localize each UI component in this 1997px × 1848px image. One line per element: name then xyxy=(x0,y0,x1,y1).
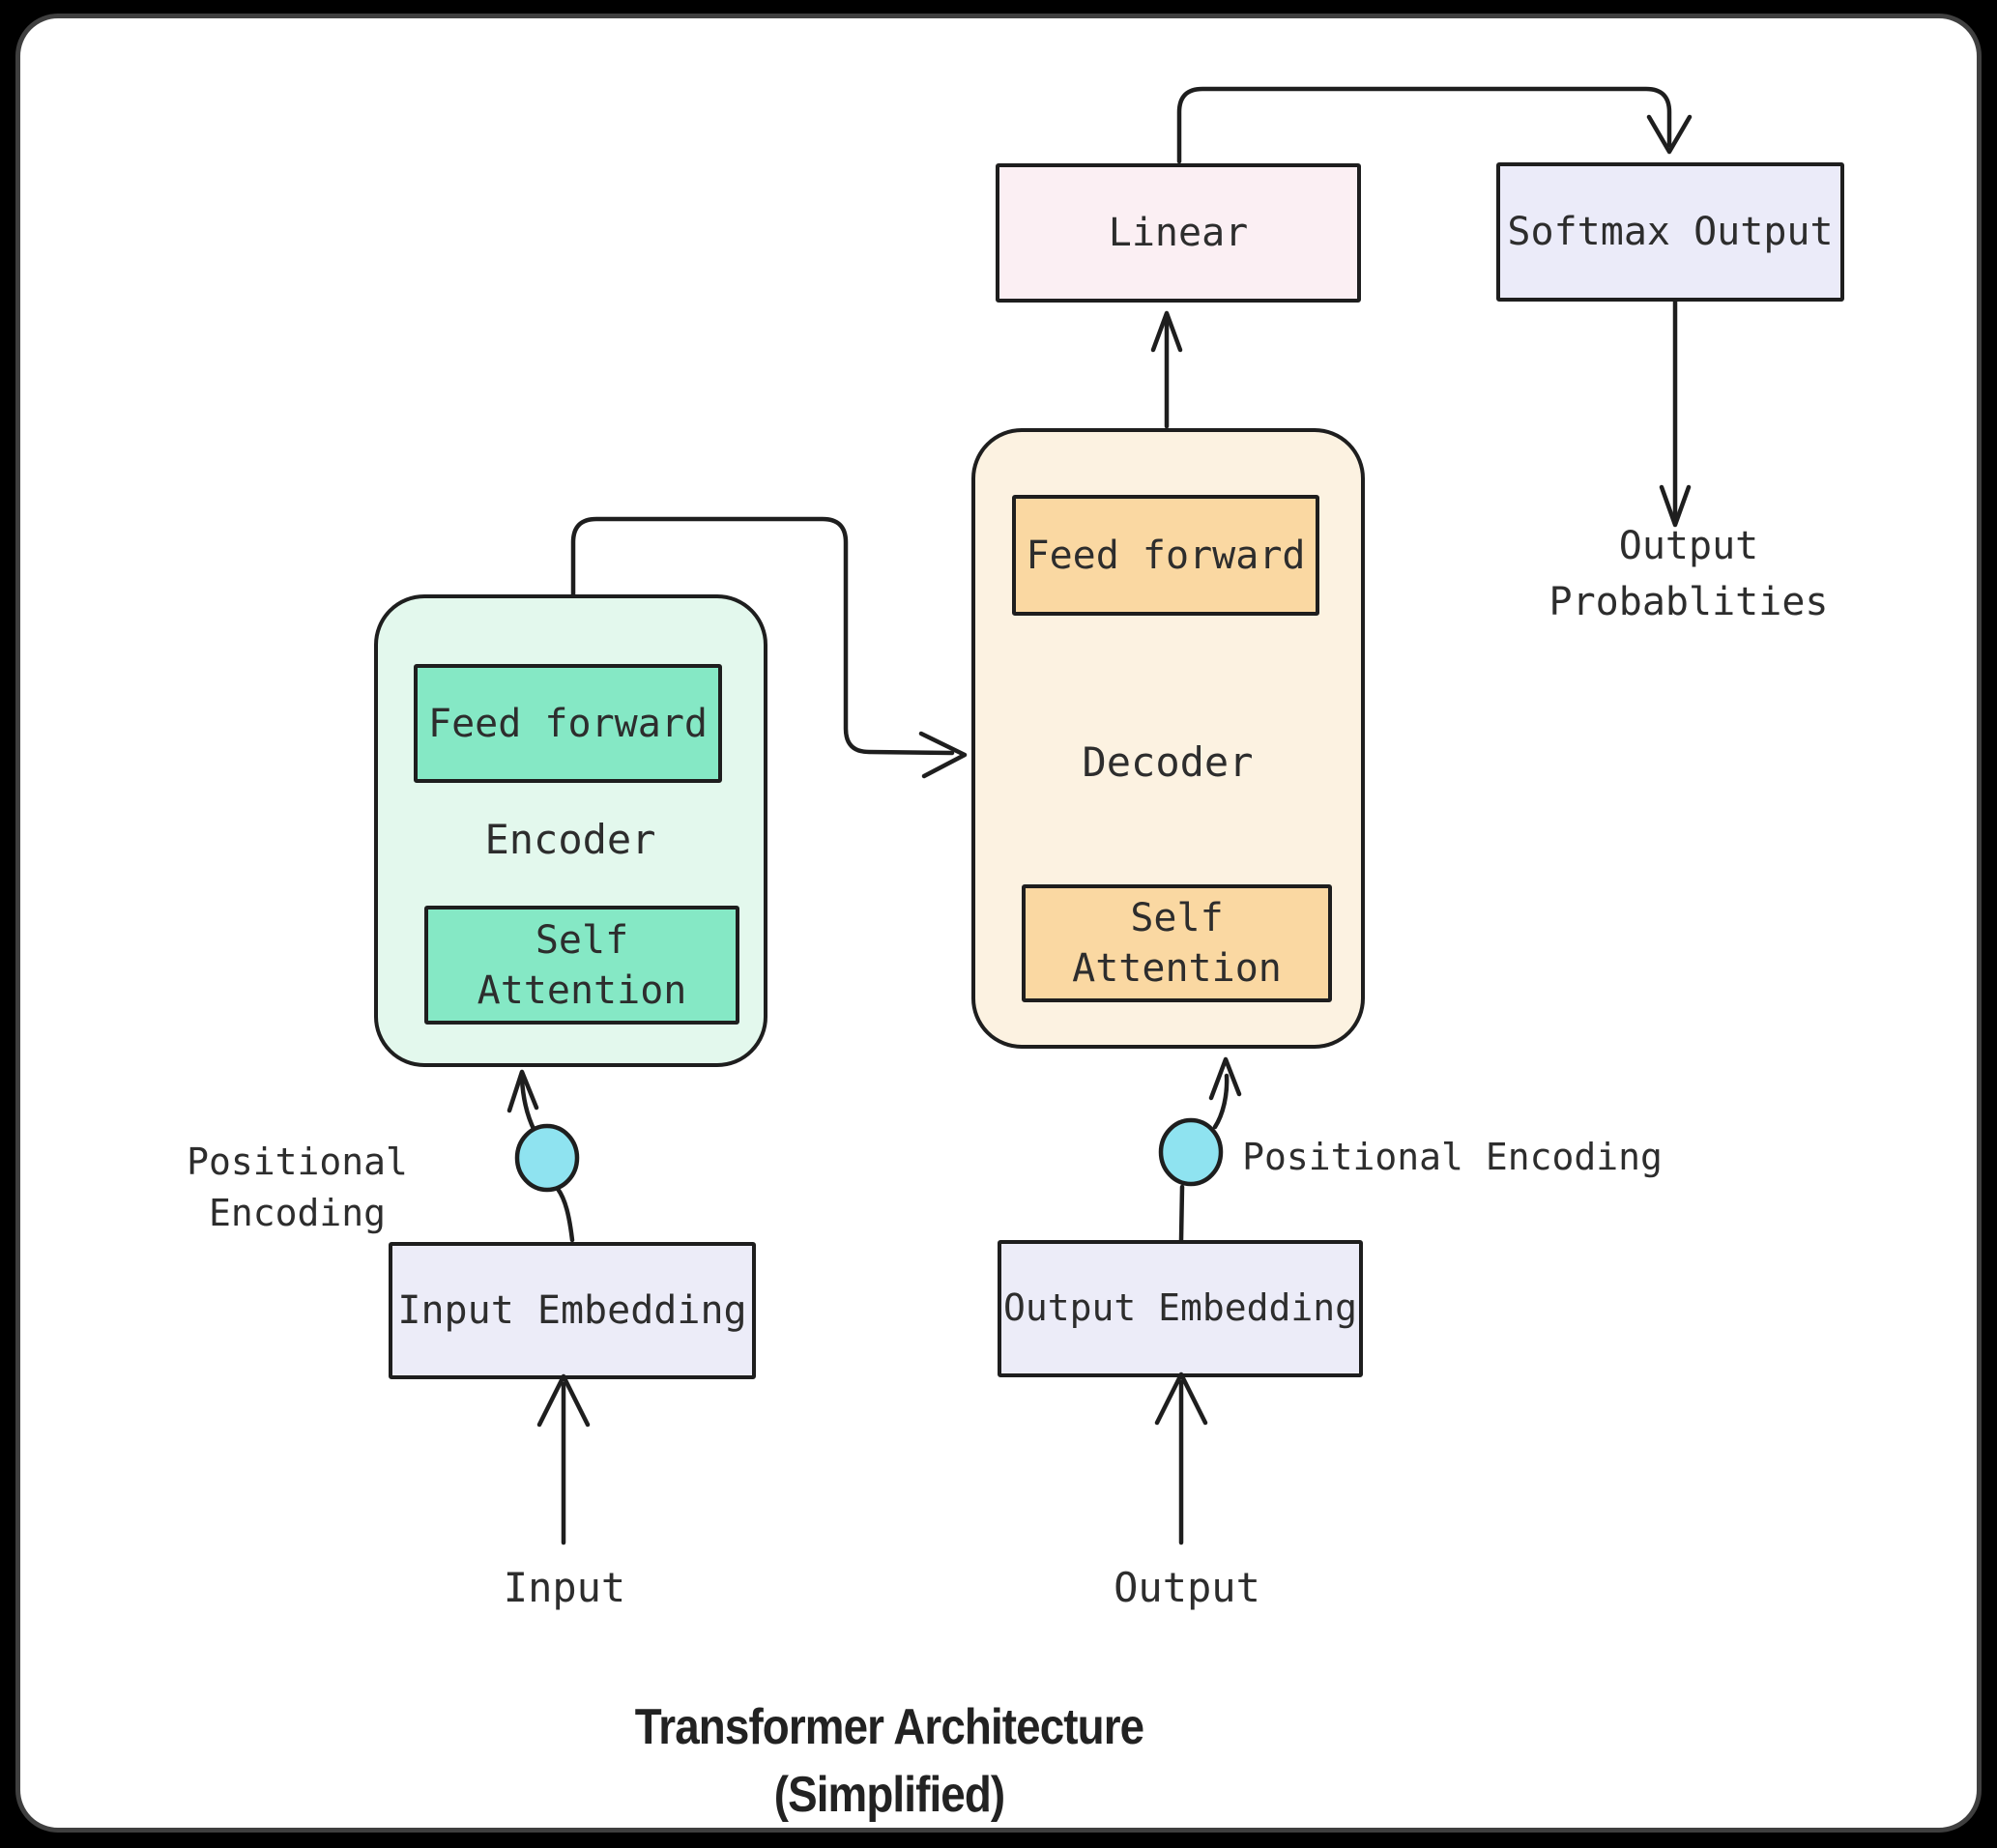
decoder-label: Decoder xyxy=(1082,738,1254,786)
output-label: Output xyxy=(1114,1564,1260,1611)
decoder-self-attention-box: Self Attention xyxy=(1022,884,1332,1002)
positional-encoding-right-label: Positional Encoding xyxy=(1242,1136,1663,1178)
positional-encoding-left-label: Positional Encoding xyxy=(187,1141,408,1235)
softmax-output-box: Softmax Output xyxy=(1496,162,1844,302)
encoder-feed-forward-box: Feed forward xyxy=(414,664,722,783)
decoder-feed-forward-box: Feed forward xyxy=(1012,495,1319,616)
encoder-feed-forward-label: Feed forward xyxy=(428,701,708,746)
encoder-self-attention-line1: Self xyxy=(535,917,629,963)
linear-label: Linear xyxy=(1108,211,1249,255)
encoder-self-attention-box: Self Attention xyxy=(424,906,739,1025)
decoder-self-attention-line2: Attention xyxy=(1072,946,1282,991)
diagram-title-line1: Transformer Architecture xyxy=(634,1699,1144,1755)
output-embedding-label: Output Embedding xyxy=(1002,1286,1358,1330)
decoder-self-attention-line1: Self xyxy=(1130,896,1224,940)
softmax-output-label: Softmax Output xyxy=(1507,210,1834,254)
decoder-feed-forward-label: Feed forward xyxy=(1026,533,1306,578)
output-probablities-line2: Probablities xyxy=(1548,580,1829,624)
encoder-self-attention-line2: Attention xyxy=(477,967,687,1013)
encoder-label: Encoder xyxy=(484,816,656,863)
output-probablities-line1: Output xyxy=(1618,524,1759,568)
input-label: Input xyxy=(503,1564,626,1611)
diagram-title-line2: (Simplified) xyxy=(773,1767,1005,1823)
input-embedding-box: Input Embedding xyxy=(389,1242,756,1379)
output-probablities-label: Output Probablities xyxy=(1495,518,1882,630)
linear-box: Linear xyxy=(996,163,1361,303)
diagram-title: Transformer Architecture (Simplified) xyxy=(464,1693,1315,1829)
input-embedding-label: Input Embedding xyxy=(397,1288,747,1333)
output-embedding-box: Output Embedding xyxy=(998,1240,1363,1377)
